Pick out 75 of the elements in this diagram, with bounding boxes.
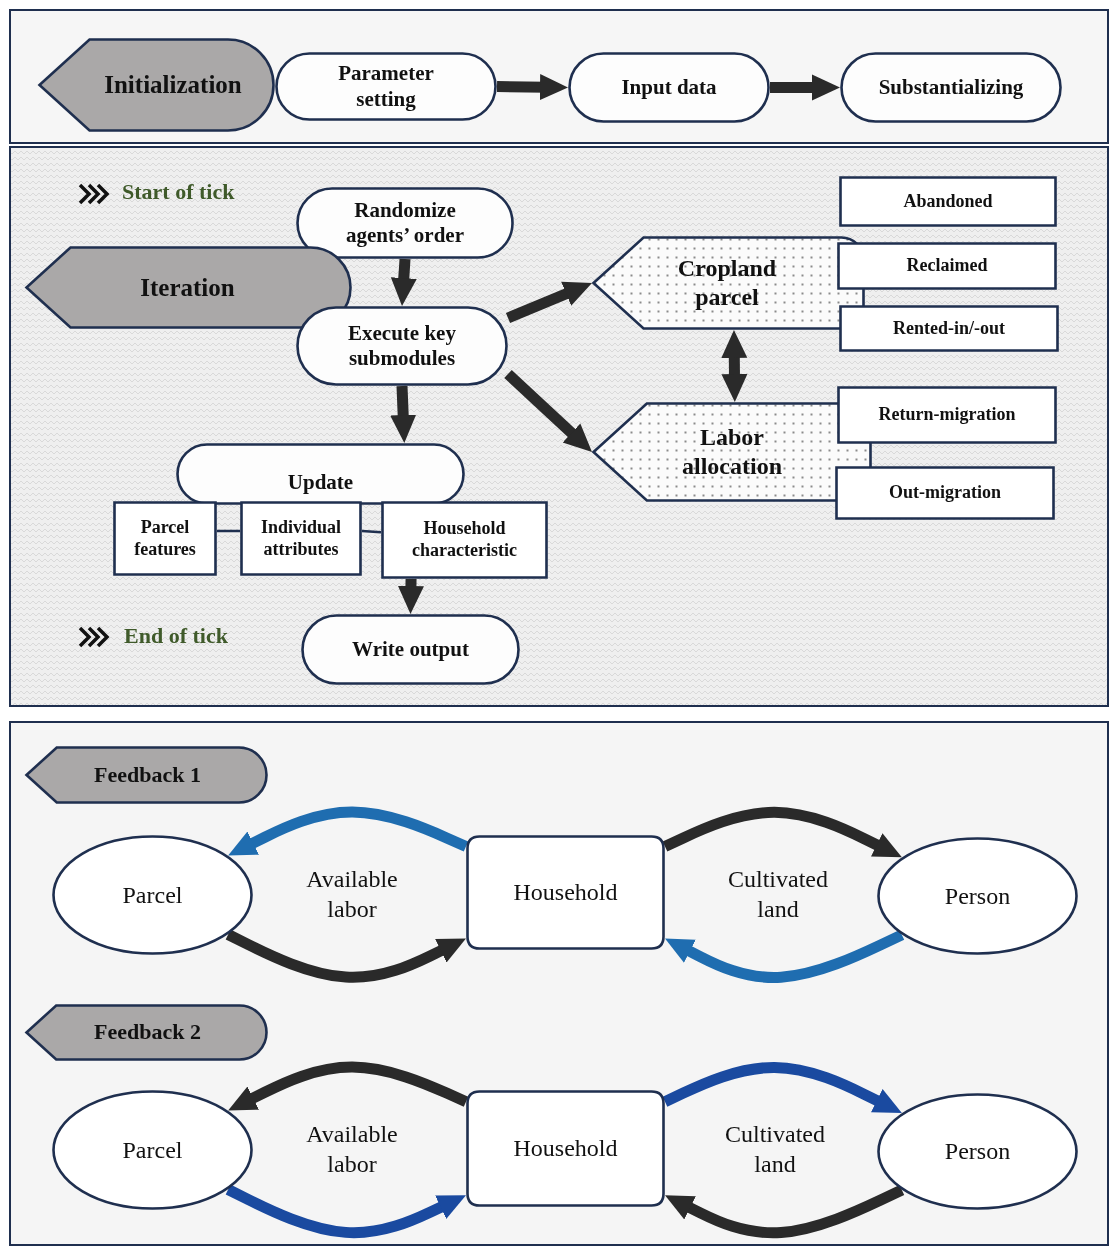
tag-shape <box>25 1004 268 1061</box>
process-box <box>113 501 217 576</box>
node-label: Individual attributes <box>259 516 343 561</box>
arrow <box>228 1061 469 1111</box>
arrow <box>397 578 424 614</box>
node-label: Person <box>944 1137 1011 1166</box>
connector-line <box>361 529 382 534</box>
process-pill <box>301 614 520 685</box>
node-label: Feedback 2 <box>94 1019 201 1046</box>
connector-line <box>217 529 240 533</box>
node-label: Return-migration <box>878 404 1016 426</box>
process-box <box>240 501 362 576</box>
flow-label: Cultivated land <box>727 865 829 924</box>
flow-label: Cultivated land <box>724 1120 826 1179</box>
node-label: Rented-in/-out <box>893 317 1005 340</box>
arrow <box>228 806 469 856</box>
arrow <box>662 1062 902 1113</box>
node-label: Cropland parcel <box>676 254 778 312</box>
process-pill <box>296 187 514 259</box>
node-label: Reclaimed <box>906 255 988 277</box>
process-box <box>837 386 1057 444</box>
node-label: Household <box>513 1134 618 1163</box>
arrow <box>505 281 592 324</box>
node-label: Iteration <box>140 272 235 303</box>
entity-box <box>466 835 665 950</box>
arrow <box>665 929 905 983</box>
process-pill <box>275 52 497 121</box>
process-pill <box>568 52 770 123</box>
arrow <box>662 806 902 858</box>
process-box <box>839 305 1059 352</box>
arrow <box>496 74 568 101</box>
arrow <box>504 369 592 452</box>
node-label: Household characteristic <box>411 518 518 562</box>
node-label: Randomize agents’ order <box>345 197 465 249</box>
node-label: Parcel <box>122 1135 183 1165</box>
arrow <box>665 1185 905 1239</box>
process-pill <box>176 443 465 505</box>
process-box <box>381 501 548 579</box>
flow-label: Available labor <box>305 1120 399 1179</box>
node-label: Labor allocation <box>681 423 783 481</box>
stage-label: Start of tick <box>122 178 236 206</box>
node-label: Input data <box>621 74 717 101</box>
process-box <box>837 242 1057 290</box>
node-label: Write output <box>352 636 469 663</box>
stage-label: End of tick <box>124 622 229 650</box>
process-box <box>839 176 1057 227</box>
process-box <box>835 466 1055 520</box>
entity-box <box>466 1090 665 1207</box>
node-label: Update <box>287 470 354 496</box>
node-label: Abandoned <box>903 190 993 213</box>
entity-ellipse <box>52 1090 253 1210</box>
node-label: Feedback 1 <box>94 761 201 789</box>
node-label: Parameter setting <box>337 61 435 112</box>
node-label: Substantializing <box>878 74 1024 101</box>
node-label: Parcel <box>122 880 183 910</box>
node-label: Execute key submodules <box>347 320 457 372</box>
tag-shape <box>38 38 275 132</box>
arrow <box>225 929 466 983</box>
node-label: Person <box>944 881 1011 911</box>
flow-label: Available labor <box>305 865 399 924</box>
node-label: Out-migration <box>889 482 1001 504</box>
tag-shape <box>25 746 268 804</box>
entity-ellipse <box>52 835 253 955</box>
arrow <box>225 1184 466 1239</box>
entity-ellipse <box>877 1093 1078 1210</box>
node-label: Parcel features <box>133 516 197 561</box>
process-pill <box>296 306 508 386</box>
node-label: Initialization <box>104 70 242 100</box>
node-label: Household <box>513 878 618 907</box>
arrow <box>770 74 840 101</box>
entity-ellipse <box>877 837 1078 955</box>
arrow <box>721 330 748 402</box>
process-pill <box>840 52 1062 123</box>
arrow <box>390 258 417 306</box>
arrow <box>390 385 417 443</box>
